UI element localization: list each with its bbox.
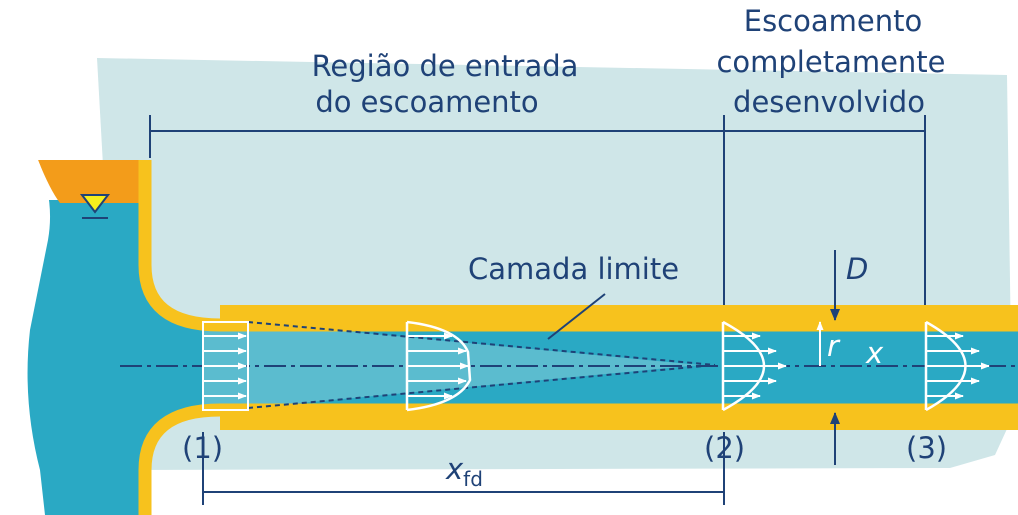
developed-region-label-line3: desenvolvido — [733, 85, 925, 119]
diameter-label: D — [846, 252, 868, 286]
boundary-layer-leader — [547, 293, 606, 340]
boundary-layer-upper — [247, 321, 716, 366]
reservoir-top — [38, 160, 150, 203]
velocity-profile-developed-2 — [721, 320, 787, 412]
boundary-layer-lower — [247, 364, 716, 409]
section-1-label: (1) — [182, 431, 223, 465]
section-2-label: (2) — [704, 431, 745, 465]
boundary-layer-label: Camada limite — [468, 252, 679, 286]
velocity-profile-developed-3 — [924, 320, 990, 412]
velocity-profile-developing — [405, 320, 472, 412]
inverted-triangle-icon — [79, 194, 111, 214]
pipe-wall-top-strip — [220, 305, 1018, 319]
entrance-region-label-line1: Região de entrada — [312, 49, 579, 83]
section-3-label: (3) — [906, 431, 947, 465]
pipe-wall-bottom-strip — [220, 416, 1018, 430]
developed-region-label-line2: completamente — [716, 45, 945, 79]
developed-region-label-line1: Escoamento — [744, 4, 922, 38]
reservoir-left-wall — [0, 160, 51, 515]
velocity-profile-uniform — [202, 321, 249, 411]
pipe-wall-top — [138, 160, 1018, 332]
entrance-length-label: xfd — [445, 452, 483, 491]
entrance-region-label-line2: do escoamento — [315, 85, 538, 119]
axis-label: x — [865, 336, 884, 370]
radius-label: r — [827, 329, 841, 363]
